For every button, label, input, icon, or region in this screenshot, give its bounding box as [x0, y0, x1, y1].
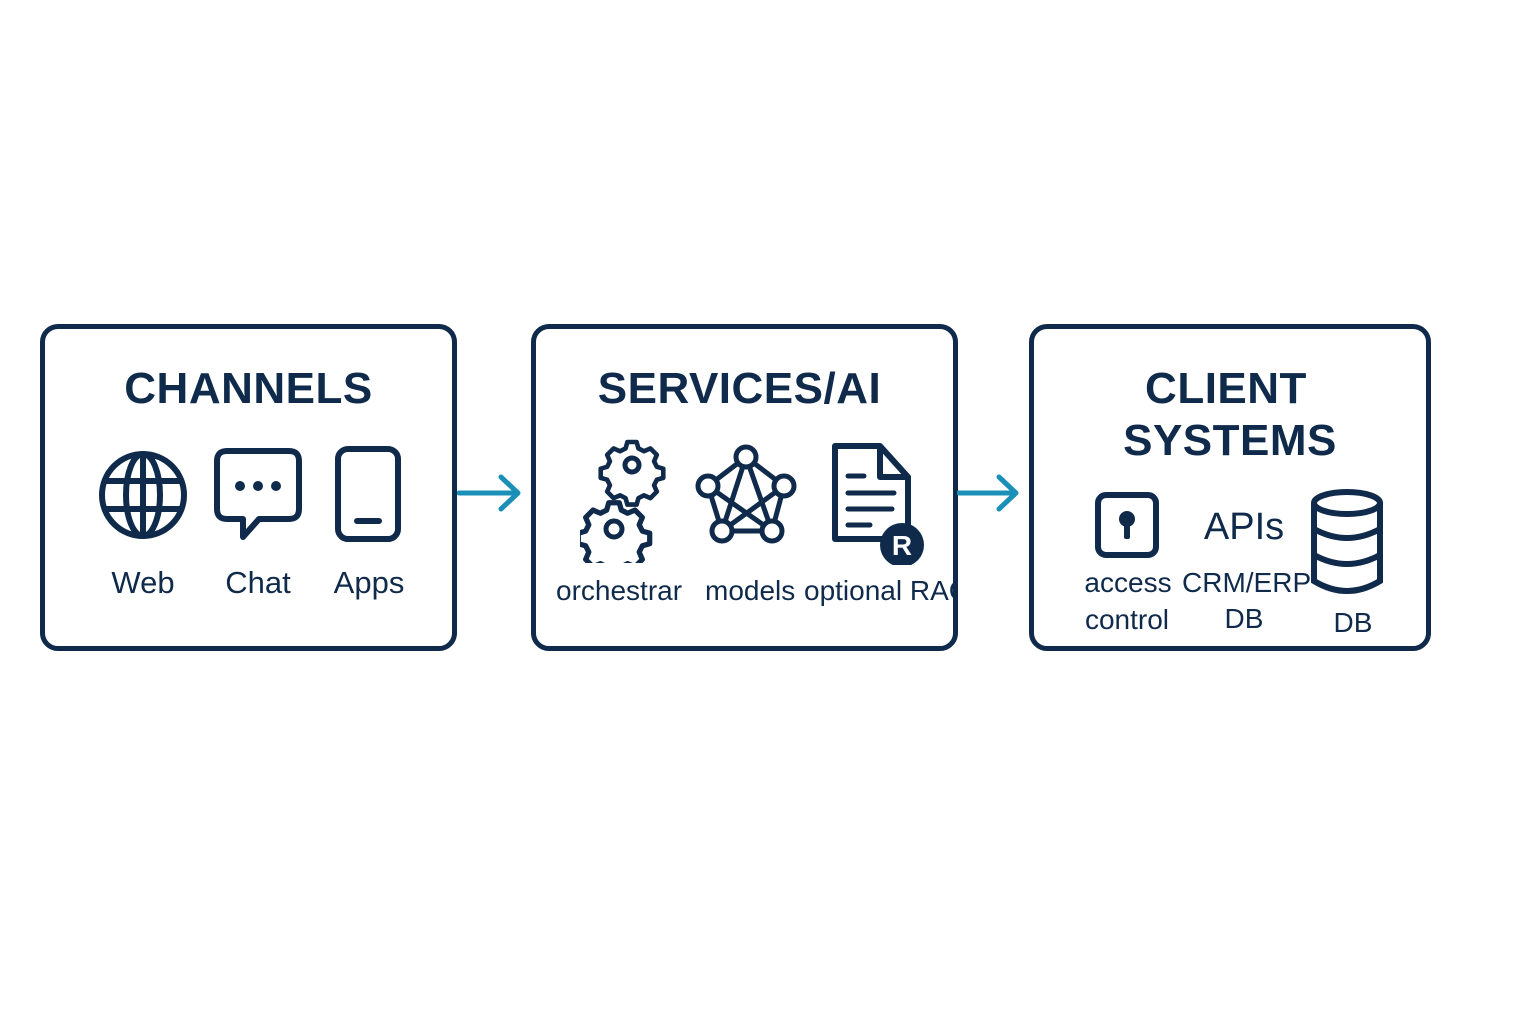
- channel-label-web: Web: [111, 565, 175, 600]
- channel-label-apps: Apps: [333, 565, 405, 600]
- arrow-services-to-client: [957, 474, 1019, 512]
- network-icon: [695, 444, 797, 544]
- gears-icon: [580, 439, 666, 563]
- client-title-line2: SYSTEMS: [1123, 416, 1337, 465]
- services-title: SERVICES/AI: [597, 364, 882, 413]
- apis-heading: APIs: [1203, 506, 1285, 548]
- arrow-channels-to-services: [457, 474, 521, 512]
- service-label-optional-rag: optional RAG: [804, 575, 958, 606]
- access-control-label-line2: control: [1084, 604, 1170, 635]
- document-r-icon: R: [832, 443, 924, 565]
- crm-erp-label-line1: CRM/ERP: [1182, 567, 1312, 598]
- globe-icon: [99, 451, 187, 539]
- mobile-phone-icon: [335, 446, 401, 542]
- service-label-models: models: [705, 575, 796, 606]
- svg-text:R: R: [892, 530, 912, 561]
- channels-box: CHANNELS Web Chat Apps: [40, 324, 457, 651]
- access-control-label-line1: access: [1084, 567, 1172, 598]
- channel-label-chat: Chat: [225, 565, 291, 600]
- channels-title: CHANNELS: [124, 364, 373, 413]
- db-label: DB: [1333, 607, 1373, 638]
- service-label-orchestrar: orchestrar: [556, 575, 683, 606]
- crm-erp-label-line2: DB: [1224, 603, 1264, 634]
- database-icon: [1311, 489, 1383, 594]
- services-box: SERVICES/AI: [531, 324, 958, 651]
- client-systems-box: CLIENT SYSTEMS APIs access control CRM/E…: [1029, 324, 1431, 651]
- keyhole-lock-icon: [1095, 492, 1159, 558]
- chat-bubble-icon: [214, 448, 302, 540]
- client-title-line1: CLIENT: [1145, 364, 1307, 413]
